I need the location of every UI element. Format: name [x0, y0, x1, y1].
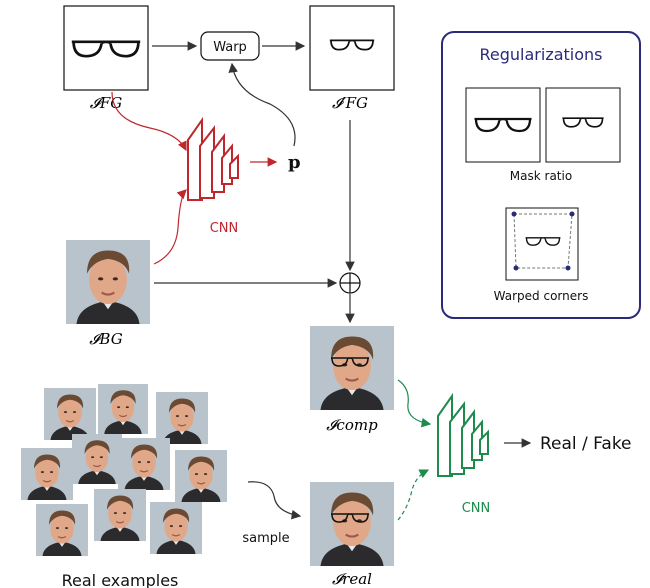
label-i-fg-prime: 𝓘′FG — [332, 94, 368, 112]
corner-dot — [565, 265, 571, 271]
composite-image — [310, 326, 394, 410]
background-image — [66, 240, 150, 324]
corner-dot — [511, 211, 517, 217]
generator-cnn-label: CNN — [210, 221, 239, 236]
warp-block: Warp — [200, 31, 260, 61]
example-face — [174, 450, 228, 502]
arrow-comp-to-discriminator — [397, 379, 432, 428]
example-face — [98, 384, 148, 434]
cnn-layers-icon — [187, 119, 239, 201]
corner-dot — [569, 211, 575, 217]
arrow-sample — [247, 481, 302, 520]
regularizations-title: Regularizations — [480, 45, 603, 64]
mask-ratio-label: Mask ratio — [510, 169, 572, 183]
example-face — [94, 488, 146, 542]
mask-ratio-image-a — [465, 87, 541, 163]
face-photo — [66, 240, 150, 324]
parameter-p: p — [288, 152, 301, 173]
cnn-layers-icon — [437, 395, 489, 477]
oplus-icon — [339, 272, 361, 294]
output-real-fake: Real / Fake — [540, 434, 632, 454]
warped-foreground-image — [309, 5, 395, 91]
warped-corners-label: Warped corners — [494, 289, 589, 303]
example-face — [150, 502, 202, 554]
arrow-bg-to-cnn — [153, 189, 187, 265]
example-face — [36, 504, 88, 556]
example-face — [20, 448, 74, 500]
arrow-real-to-discriminator — [397, 469, 430, 521]
warp-label: Warp — [213, 40, 247, 55]
arrow-p-to-warp — [228, 62, 296, 147]
label-i-real: 𝓘real — [332, 570, 372, 588]
arrow-fg-to-cnn — [111, 91, 187, 152]
discriminator-cnn-label: CNN — [462, 501, 491, 516]
real-examples-collage — [20, 384, 228, 556]
real-image — [310, 482, 394, 566]
label-i-fg: 𝓘FG — [90, 94, 123, 112]
discriminator-cnn — [437, 395, 489, 477]
label-i-comp: 𝓘comp — [326, 416, 378, 434]
regularizations-panel: Regularizations Mask ratio Warped corner… — [441, 31, 641, 319]
sample-label: sample — [242, 531, 289, 546]
example-face — [156, 391, 208, 445]
face-photo — [310, 482, 394, 566]
real-examples-label: Real examples — [62, 571, 179, 588]
face-photo — [310, 326, 394, 410]
example-face — [72, 434, 122, 484]
label-i-bg: 𝓘BG — [89, 330, 122, 348]
foreground-image — [63, 5, 149, 91]
example-face — [118, 438, 170, 490]
mask-ratio-image-b — [545, 87, 621, 163]
generator-cnn — [187, 119, 239, 201]
corner-dot — [513, 265, 519, 271]
example-face — [44, 388, 96, 440]
